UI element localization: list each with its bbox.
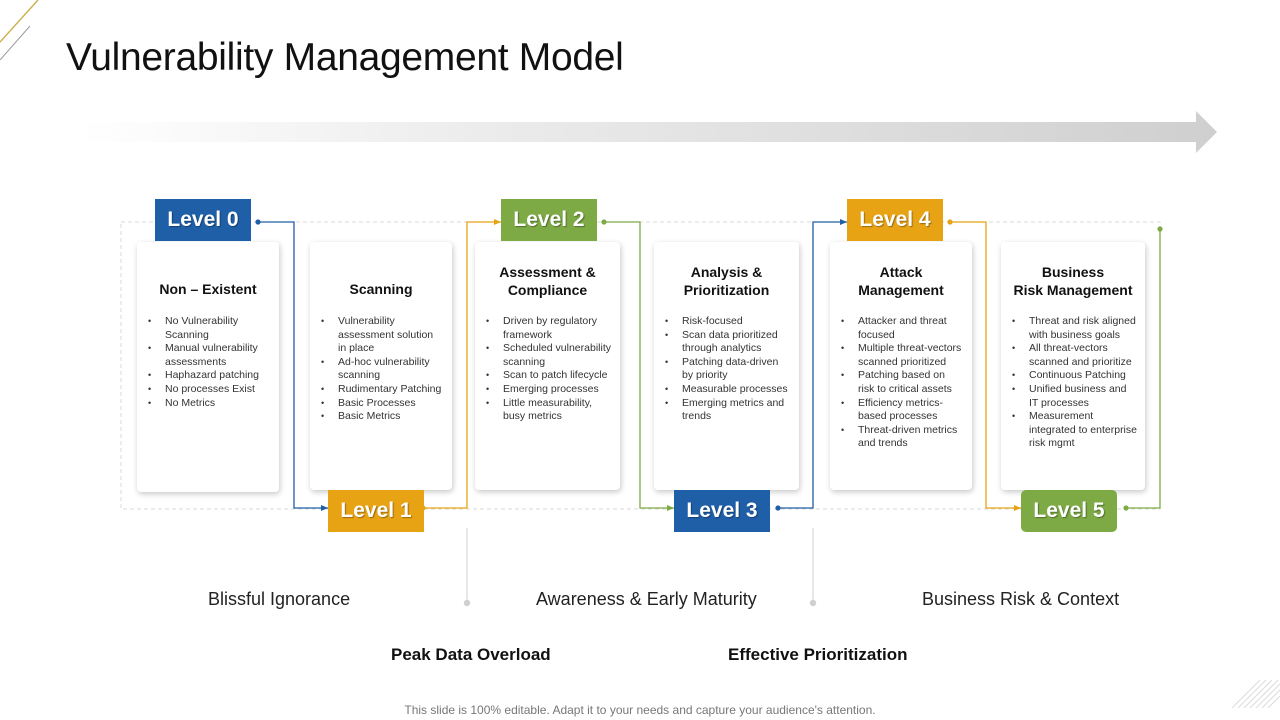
level-0-heading: Non – Existent	[159, 281, 257, 297]
level-1-card: Scanning Vulnerability assessment soluti…	[310, 242, 452, 490]
level-2-heading: Assessment & Compliance	[499, 264, 596, 298]
list-item: Unified business and IT processes	[1012, 383, 1137, 410]
level-0-card: Non – Existent No Vulnerability Scanning…	[137, 242, 279, 492]
level-3-badge: Level 3	[674, 490, 770, 532]
level-3-items: Risk-focused Scan data prioritized throu…	[664, 315, 791, 424]
list-item: Little measurability, busy metrics	[486, 397, 612, 424]
phase-label-blissful-ignorance: Blissful Ignorance	[208, 589, 351, 609]
phase-label-business-risk: Business Risk & Context	[922, 589, 1120, 609]
level-5-badge: Level 5	[1021, 490, 1117, 532]
list-item: Threat-driven metrics and trends	[841, 424, 964, 451]
level-1-heading: Scanning	[349, 281, 413, 297]
list-item: Emerging processes	[486, 383, 612, 397]
list-item: Haphazard patching	[148, 369, 271, 383]
level-4-items: Attacker and threat focused Multiple thr…	[840, 315, 964, 451]
list-item: Rudimentary Patching	[321, 383, 444, 397]
level-0-badge: Level 0	[155, 199, 251, 241]
corner-decoration	[0, 0, 39, 60]
list-item: Vulnerability assessment solution in pla…	[321, 315, 444, 356]
level-4-badge: Level 4	[847, 199, 943, 241]
level-3-card: Analysis & Prioritization Risk-focused S…	[654, 242, 799, 490]
level-2-badge: Level 2	[501, 199, 597, 241]
list-item: Measurement integrated to enterprise ris…	[1012, 410, 1137, 451]
level-1-items: Vulnerability assessment solution in pla…	[320, 315, 444, 424]
level-4-card: Attack Management Attacker and threat fo…	[830, 242, 972, 490]
page-title: Vulnerability Management Model	[66, 36, 624, 79]
list-item: Scan data prioritized through analytics	[665, 329, 791, 356]
level-3-heading: Analysis & Prioritization	[683, 264, 770, 298]
list-item: Measurable processes	[665, 383, 791, 397]
list-item: Patching data-driven by priority	[665, 356, 791, 383]
level-5-card: Business Risk Management Threat and risk…	[1001, 242, 1145, 490]
list-item: Continuous Patching	[1012, 369, 1137, 383]
footer-note: This slide is 100% editable. Adapt it to…	[404, 703, 876, 717]
level-2-items: Driven by regulatory framework Scheduled…	[485, 315, 612, 424]
progression-arrow	[80, 111, 1217, 153]
list-item: Patching based on risk to critical asset…	[841, 369, 964, 396]
milestone-effective-prioritization: Effective Prioritization	[728, 645, 908, 664]
list-item: No Metrics	[148, 397, 271, 411]
list-item: Scan to patch lifecycle	[486, 369, 612, 383]
list-item: Attacker and threat focused	[841, 315, 964, 342]
list-item: Manual vulnerability assessments	[148, 342, 271, 369]
level-0-items: No Vulnerability Scanning Manual vulnera…	[147, 315, 271, 410]
list-item: Basic Processes	[321, 397, 444, 411]
list-item: Efficiency metrics-based processes	[841, 397, 964, 424]
level-2-card: Assessment & Compliance Driven by regula…	[475, 242, 620, 490]
list-item: Risk-focused	[665, 315, 791, 329]
corner-hatch-decoration	[1232, 680, 1280, 708]
list-item: Multiple threat-vectors scanned prioriti…	[841, 342, 964, 369]
list-item: No processes Exist	[148, 383, 271, 397]
list-item: Basic Metrics	[321, 410, 444, 424]
list-item: Scheduled vulnerability scanning	[486, 342, 612, 369]
list-item: Emerging metrics and trends	[665, 397, 791, 424]
milestone-peak-data-overload: Peak Data Overload	[391, 645, 551, 664]
level-4-heading: Attack Management	[858, 264, 944, 298]
list-item: Threat and risk aligned with business go…	[1012, 315, 1137, 342]
list-item: Ad-hoc vulnerability scanning	[321, 356, 444, 383]
list-item: All threat-vectors scanned and prioritiz…	[1012, 342, 1137, 369]
phase-label-awareness: Awareness & Early Maturity	[536, 589, 757, 609]
list-item: Driven by regulatory framework	[486, 315, 612, 342]
level-5-items: Threat and risk aligned with business go…	[1011, 315, 1137, 451]
level-1-badge: Level 1	[328, 490, 424, 532]
level-5-heading: Business Risk Management	[1013, 264, 1133, 298]
list-item: No Vulnerability Scanning	[148, 315, 271, 342]
